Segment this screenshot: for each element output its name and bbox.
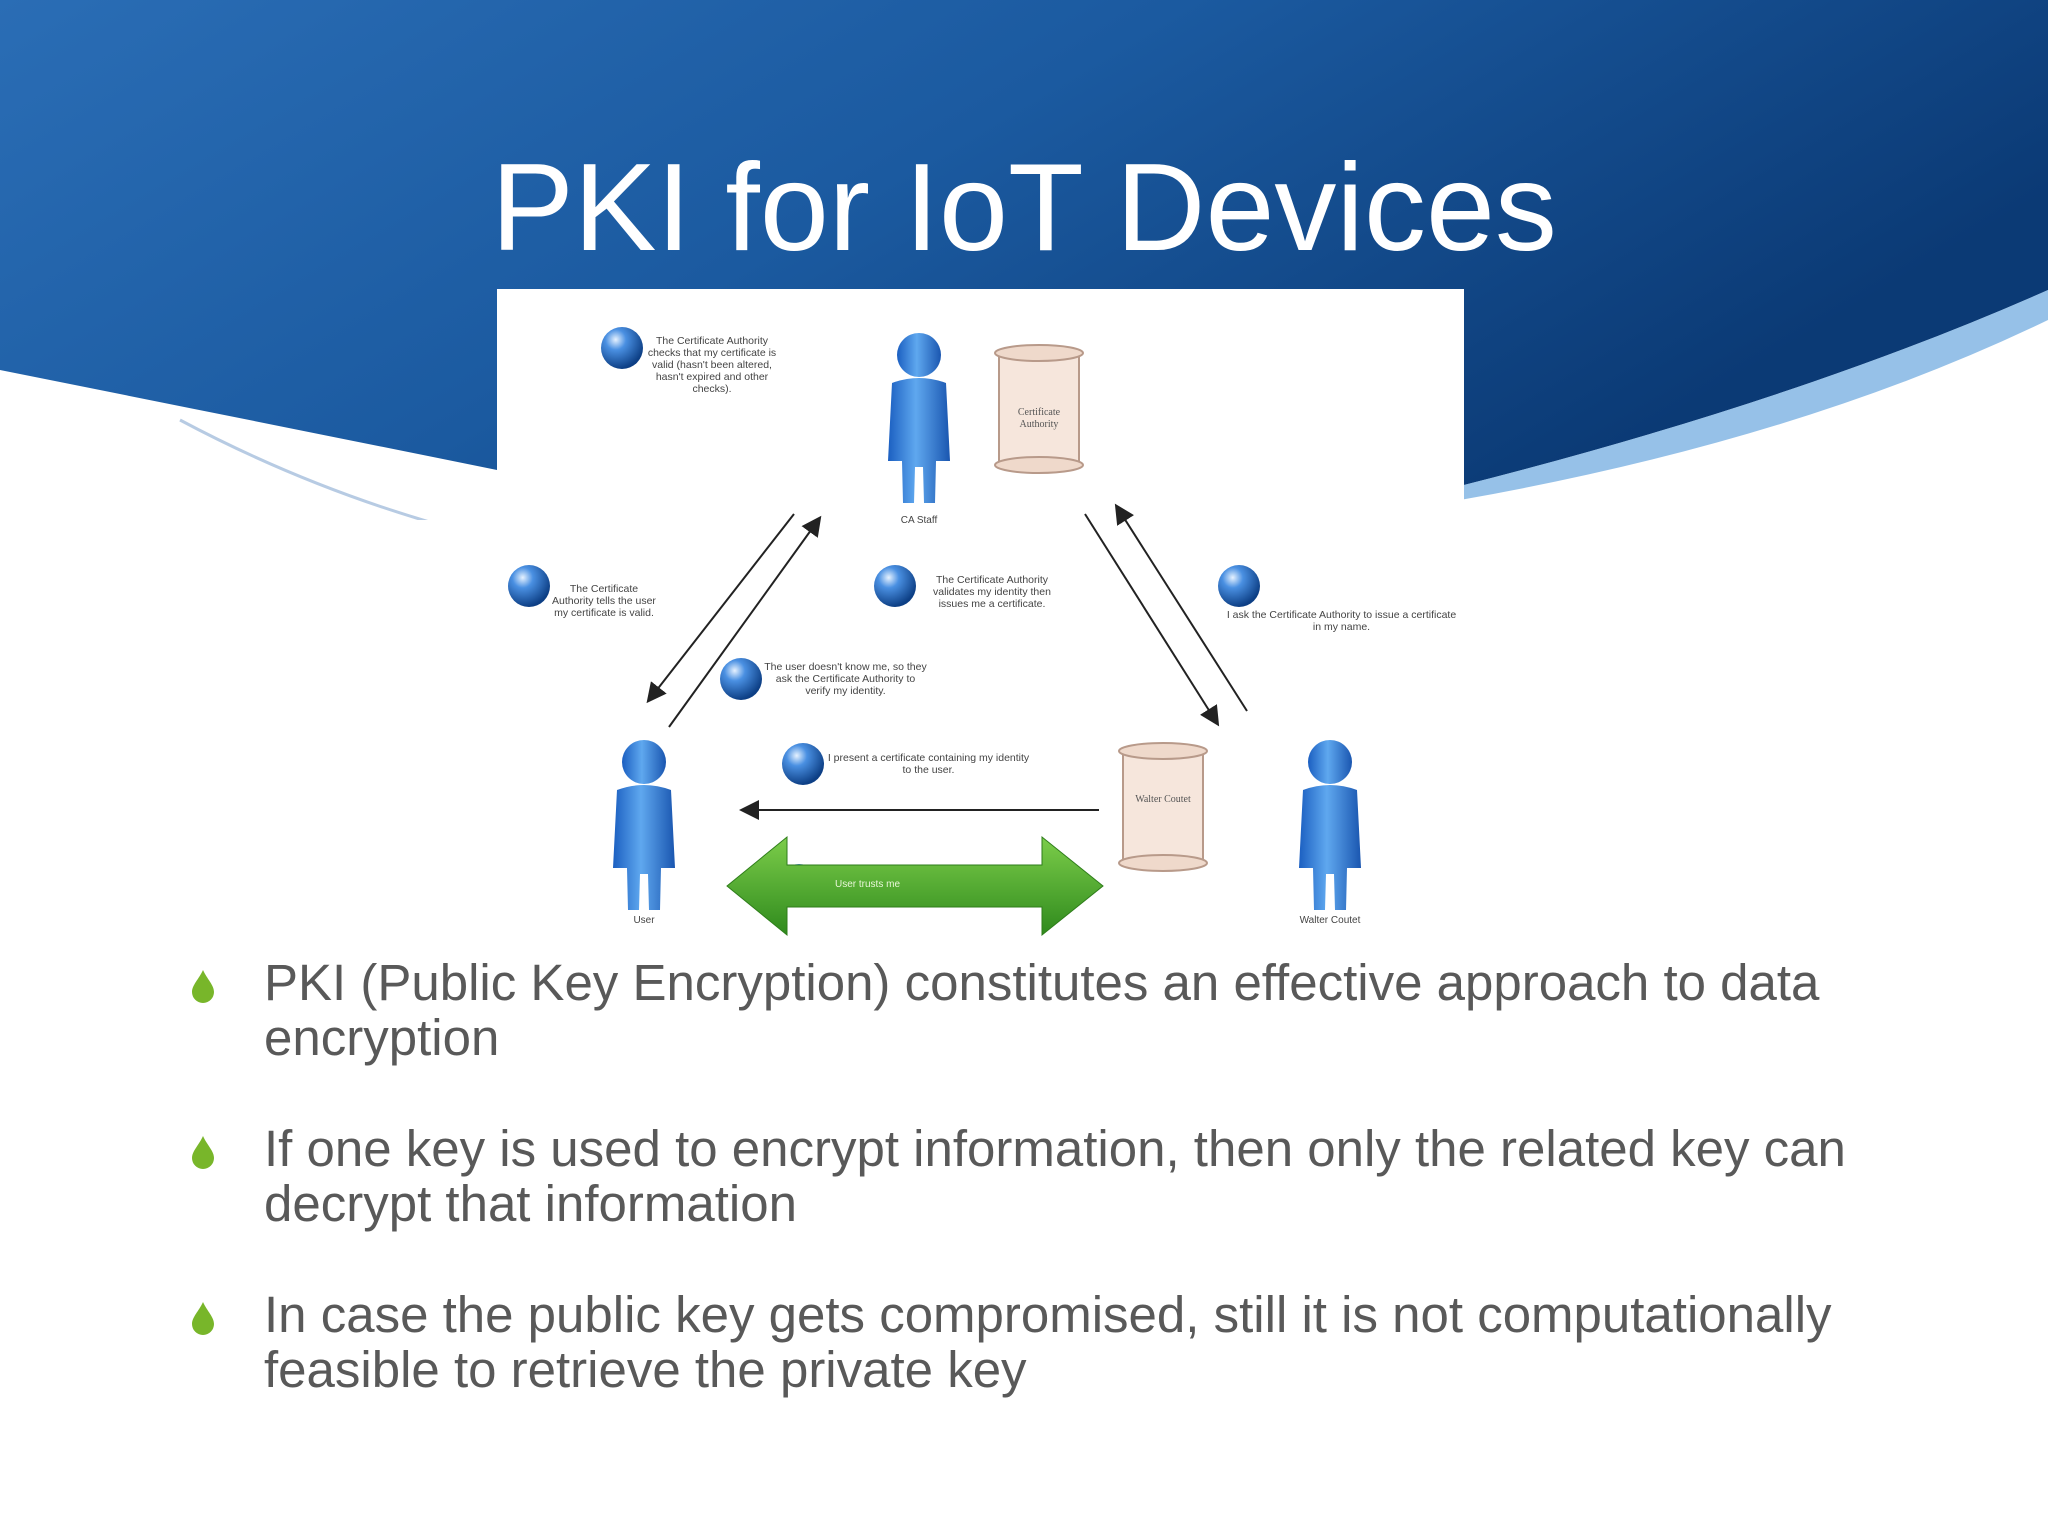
certificate-scroll-icon xyxy=(994,344,1084,474)
bullet-list: PKI (Public Key Encryption) constitutes … xyxy=(190,955,1890,1453)
globe-icon xyxy=(874,565,916,607)
bullet-item: If one key is used to encrypt informatio… xyxy=(190,1121,1890,1231)
note-ask-ca: I ask the Certificate Authority to issue… xyxy=(1226,609,1457,633)
person-icon xyxy=(888,333,950,503)
globe-icon xyxy=(720,658,762,700)
person-icon xyxy=(613,740,675,910)
trust-arrow-text: User trusts me xyxy=(835,879,901,890)
droplet-bullet-icon xyxy=(192,1302,214,1335)
arrow-user-to-ca xyxy=(668,515,822,728)
droplet-bullet-icon xyxy=(192,970,214,1003)
droplet-bullet-icon xyxy=(192,1136,214,1169)
bullet-item: In case the public key gets compromised,… xyxy=(190,1287,1890,1397)
walter-document-text: Walter Coutet xyxy=(1135,794,1191,805)
globe-icon xyxy=(601,327,643,369)
pki-diagram: The Certificate Authority checks that my… xyxy=(497,289,1464,941)
trust-double-arrow xyxy=(726,835,1104,937)
ca-document-text: Certificate Authority xyxy=(1017,407,1061,430)
bullet-item: PKI (Public Key Encryption) constitutes … xyxy=(190,955,1890,1065)
globe-icon xyxy=(508,565,550,607)
certificate-scroll-icon xyxy=(1118,742,1208,872)
label-walter: Walter Coutet xyxy=(1299,915,1361,926)
bullet-text: If one key is used to encrypt informatio… xyxy=(264,1120,1846,1232)
note-user-doesnt-know: The user doesn't know me, so they ask th… xyxy=(764,661,927,697)
arrow-walter-to-ca xyxy=(1114,503,1248,712)
pki-diagram-graphics xyxy=(508,327,1361,937)
note-present-certificate: I present a certificate containing my id… xyxy=(827,752,1030,776)
note-ca-checks: The Certificate Authority checks that my… xyxy=(647,335,777,395)
header-background xyxy=(0,0,2048,520)
person-icon xyxy=(1299,740,1361,910)
note-ca-tells-user: The Certificate Authority tells the user… xyxy=(552,583,656,619)
slide-title: PKI for IoT Devices xyxy=(491,139,1557,277)
arrow-ca-to-user xyxy=(646,513,795,704)
arrow-ca-to-walter xyxy=(1084,513,1220,727)
bullet-text: PKI (Public Key Encryption) constitutes … xyxy=(264,954,1820,1066)
note-ca-validates: The Certificate Authority validates my i… xyxy=(933,574,1051,610)
globe-icon xyxy=(1218,565,1260,607)
label-user: User xyxy=(633,915,655,926)
globe-icon xyxy=(782,743,824,785)
bullet-text: In case the public key gets compromised,… xyxy=(264,1286,1832,1398)
label-ca-staff: CA Staff xyxy=(900,515,938,526)
